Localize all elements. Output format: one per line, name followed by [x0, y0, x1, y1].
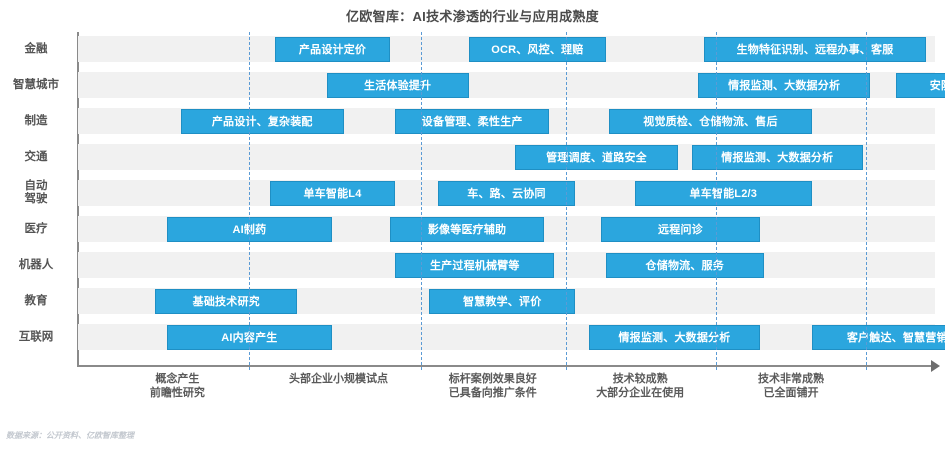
gridline-3: [566, 32, 568, 370]
x-axis-stage-label-1: 概念产生前瞻性研究: [87, 372, 267, 400]
maturity-bar[interactable]: 产品设计定价: [275, 36, 390, 62]
row-label-line: 智慧城市: [13, 78, 59, 91]
maturity-bar[interactable]: 智慧教学、评价: [429, 288, 576, 314]
x-axis-arrow-icon: [931, 360, 940, 372]
row-label-交通: 交通: [0, 151, 72, 164]
gridline-2: [420, 32, 422, 370]
x-axis-stage-label-4: 技术较成熟大部分企业在使用: [550, 372, 730, 400]
row-label-金融: 金融: [0, 43, 72, 56]
row-label-line: 交通: [24, 150, 48, 163]
maturity-bar[interactable]: 产品设计、复杂装配: [180, 108, 344, 134]
x-axis-line: [77, 365, 933, 367]
maturity-bar[interactable]: 单车智能L4: [269, 180, 396, 206]
row-label-line: 教育: [24, 294, 48, 307]
maturity-bar[interactable]: 情报监测、大数据分析: [698, 72, 870, 98]
x-axis-stage-label-5: 技术非常成熟已全面铺开: [701, 372, 881, 400]
maturity-bar[interactable]: 安防: [895, 72, 945, 98]
maturity-bar[interactable]: 管理调度、道路安全: [515, 144, 678, 170]
maturity-bar[interactable]: 车、路、云协同: [437, 180, 576, 206]
source-note: 数据来源：公开资料、亿欧智库整理: [6, 431, 134, 440]
x-axis-label-line: 头部企业小规模试点: [289, 373, 389, 385]
row-label-line: 自动: [24, 180, 48, 192]
maturity-bar[interactable]: 客户触达、智慧营销: [811, 324, 945, 350]
row-label-line: 医疗: [24, 222, 48, 235]
row-label-line: 驾驶: [24, 193, 48, 205]
row-label-制造: 制造: [0, 115, 72, 128]
x-axis-label-line: 标杆案例效果良好: [448, 373, 537, 385]
maturity-bar[interactable]: 情报监测、大数据分析: [691, 144, 863, 170]
maturity-bar[interactable]: OCR、风控、理赔: [468, 36, 606, 62]
gridline-4: [715, 32, 717, 370]
gridline-1: [249, 32, 251, 370]
maturity-bar[interactable]: 设备管理、柔性生产: [395, 108, 550, 134]
row-label-互联网: 互联网: [0, 331, 72, 344]
x-axis-stage-label-3: 标杆案例效果良好已具备向推广条件: [403, 372, 583, 400]
maturity-bar[interactable]: 单车智能L2/3: [635, 180, 812, 206]
x-axis-label-line: 技术较成熟: [612, 373, 668, 385]
gridline-5: [866, 32, 868, 370]
maturity-bar[interactable]: 远程问诊: [600, 216, 761, 242]
row-label-机器人: 机器人: [0, 259, 72, 272]
maturity-bar[interactable]: 生物特征识别、远程办事、客服: [703, 36, 927, 62]
row-label-医疗: 医疗: [0, 223, 72, 236]
row-label-line: 金融: [24, 42, 48, 55]
row-label-line: 制造: [24, 114, 48, 127]
x-axis-stage-label-2: 头部企业小规模试点: [249, 372, 429, 386]
row-label-line: 互联网: [18, 330, 54, 343]
row-label-自动驾驶: 自动驾驶: [0, 180, 72, 206]
row-label-智慧城市: 智慧城市: [0, 79, 72, 92]
maturity-bar[interactable]: 生产过程机械臂等: [395, 252, 555, 278]
x-axis-label-line: 前瞻性研究: [149, 387, 205, 399]
maturity-bar[interactable]: 视觉质检、仓储物流、售后: [609, 108, 812, 134]
x-axis-label-line: 已具备向推广条件: [448, 387, 537, 399]
x-axis-label-line: 已全面铺开: [763, 387, 819, 399]
page-title: 亿欧智库：AI技术渗透的行业与应用成熟度: [345, 9, 599, 24]
maturity-bar[interactable]: 影像等医疗辅助: [389, 216, 545, 242]
row-label-line: 机器人: [18, 258, 54, 271]
maturity-bar[interactable]: 基础技术研究: [155, 288, 298, 314]
maturity-bar[interactable]: 生活体验提升: [326, 72, 469, 98]
x-axis-label-line: 大部分企业在使用: [596, 387, 685, 399]
maturity-bar[interactable]: 仓储物流、服务: [605, 252, 764, 278]
x-axis-label-line: 技术非常成熟: [758, 373, 825, 385]
x-axis-label-line: 概念产生: [155, 373, 200, 385]
row-label-教育: 教育: [0, 295, 72, 308]
maturity-bar[interactable]: 情报监测、大数据分析: [588, 324, 761, 350]
